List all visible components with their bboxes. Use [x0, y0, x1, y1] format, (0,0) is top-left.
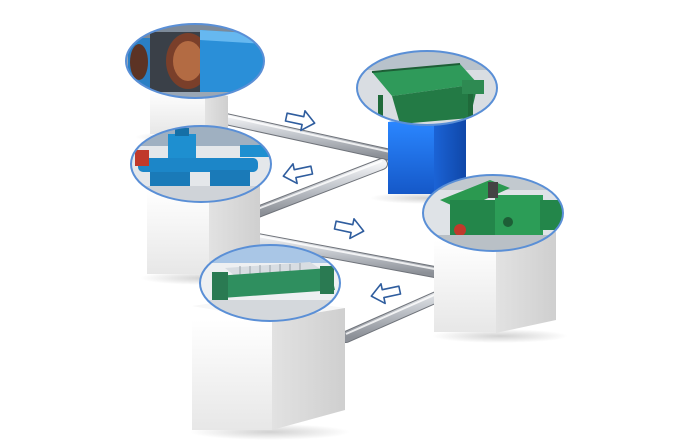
arrow-left-icon: [282, 163, 314, 185]
pedestal-press-machines: [432, 222, 568, 343]
green-hopper-machinery-photo: [356, 50, 498, 126]
pipe-cooker-to-hopper: [206, 110, 401, 162]
arrow-right-icon: [284, 110, 316, 132]
green-press-machines-photo: [422, 174, 564, 252]
arrow-right-icon: [333, 218, 365, 240]
filter-press-photo: [199, 244, 341, 322]
pipe-screw-press-to-press-machines: [230, 229, 446, 279]
blue-screw-press-photo: [130, 125, 272, 203]
pipe-hopper-to-screw-press: [249, 158, 388, 219]
flow-arrows: [282, 110, 402, 305]
blue-cooker-machinery-photo: [125, 23, 265, 99]
arrow-left-icon: [370, 283, 402, 305]
